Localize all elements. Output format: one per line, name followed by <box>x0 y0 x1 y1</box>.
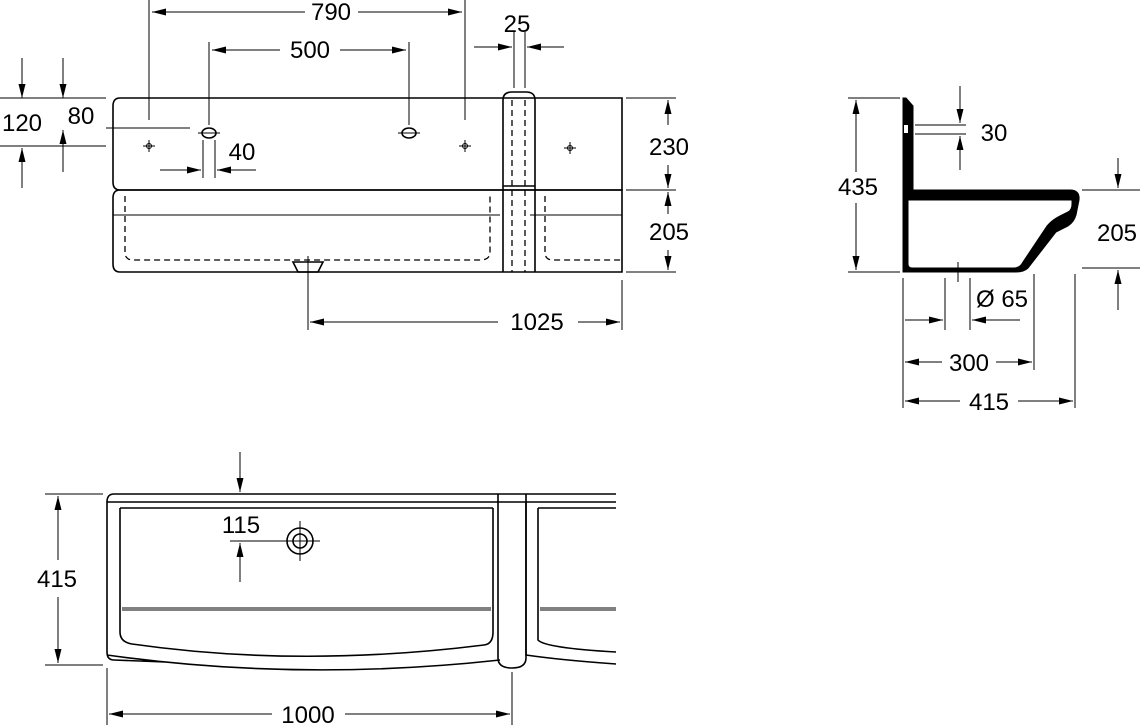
top-pillar <box>497 494 527 669</box>
front-view: 790 500 25 120 80 40 230 205 1025 <box>0 0 689 336</box>
top-view: 415 115 1000 <box>37 452 617 725</box>
front-basin-band <box>112 189 623 273</box>
dim-80: 80 <box>68 103 95 130</box>
side-profile <box>902 97 1080 273</box>
dim-115: 115 <box>222 512 260 539</box>
dim-40: 40 <box>229 139 256 166</box>
side-view: 435 30 205 Ø 65 300 415 <box>838 86 1140 416</box>
top-right-section <box>525 502 617 665</box>
dim-1000: 1000 <box>281 702 334 725</box>
dim-415-side: 415 <box>969 389 1009 416</box>
front-slot-hole-right <box>398 127 420 139</box>
front-hidden-basin-left <box>124 196 491 261</box>
front-mounting-hole-left <box>143 140 155 152</box>
dim-205: 205 <box>649 219 689 246</box>
top-outline <box>106 493 616 671</box>
dim-d65: Ø 65 <box>976 286 1028 313</box>
front-mounting-hole-right <box>459 140 471 152</box>
dim-230: 230 <box>649 134 689 161</box>
dim-205-side: 205 <box>1097 220 1137 247</box>
dim-1025: 1025 <box>510 309 563 336</box>
dim-25: 25 <box>504 11 531 38</box>
front-mounting-hole-far-right <box>564 142 576 154</box>
front-hidden-basin-right <box>544 196 622 261</box>
dim-435: 435 <box>838 174 878 201</box>
dim-120: 120 <box>2 110 42 137</box>
dim-790: 790 <box>311 0 351 26</box>
front-wall-panel <box>112 97 623 191</box>
dim-500: 500 <box>290 37 330 64</box>
top-basin-floor <box>122 607 491 611</box>
top-inner-basin <box>119 508 494 658</box>
dim-415-top: 415 <box>37 566 77 593</box>
side-mount-slot <box>904 125 908 133</box>
front-pillar <box>502 91 536 272</box>
front-slot-hole-left <box>198 127 220 139</box>
dim-300: 300 <box>949 350 989 377</box>
front-drain <box>291 261 325 273</box>
dim-30: 30 <box>981 120 1008 147</box>
